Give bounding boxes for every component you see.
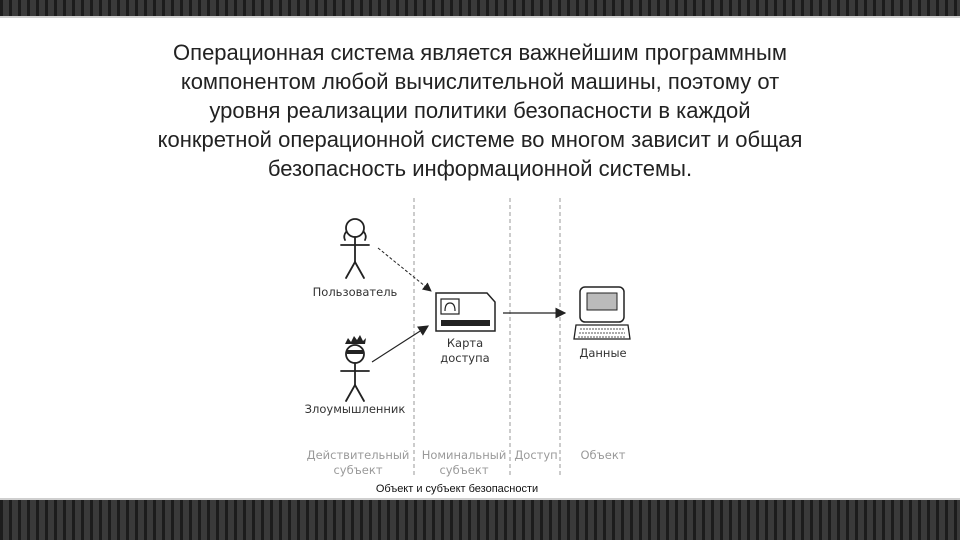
card-label-line-1: Карта <box>447 336 483 350</box>
computer-icon <box>573 286 631 340</box>
data-label: Данные <box>579 346 626 360</box>
user-to-card-arrow <box>377 247 432 292</box>
zone-real-subject-line-2: субъект <box>333 463 382 477</box>
access-card-icon <box>435 292 496 332</box>
slide-text-line-3: уровня реализации политики безопасности … <box>209 98 751 123</box>
intruder-figure-icon <box>340 335 370 402</box>
slide-body-text: Операционная система является важнейшим … <box>60 38 900 183</box>
top-decorative-band <box>0 0 960 18</box>
user-label: Пользователь <box>313 285 398 299</box>
diagram-caption: Объект и субъект безопасности <box>376 483 538 495</box>
intruder-label: Злоумышленник <box>305 402 406 416</box>
bottom-decorative-band <box>0 498 960 540</box>
card-label-line-2: доступа <box>440 351 489 365</box>
user-figure-icon <box>340 218 370 279</box>
zone-object-label: Объект <box>581 448 626 462</box>
intruder-to-card-arrow <box>371 325 430 363</box>
zone-access-label: Доступ <box>514 448 557 462</box>
slide-text-line-1: Операционная система является важнейшим … <box>173 40 787 65</box>
zone-nominal-subject-line-2: субъект <box>439 463 488 477</box>
slide-text-line-4: конкретной операционной системе во много… <box>157 127 803 152</box>
zone-real-subject-line-1: Действительный <box>307 448 410 462</box>
slide-text-line-5: безопасность информационной системы. <box>267 156 693 181</box>
zone-nominal-subject-line-1: Номинальный <box>422 448 507 462</box>
slide-text-line-2: компонентом любой вычислительной машины,… <box>180 69 780 94</box>
